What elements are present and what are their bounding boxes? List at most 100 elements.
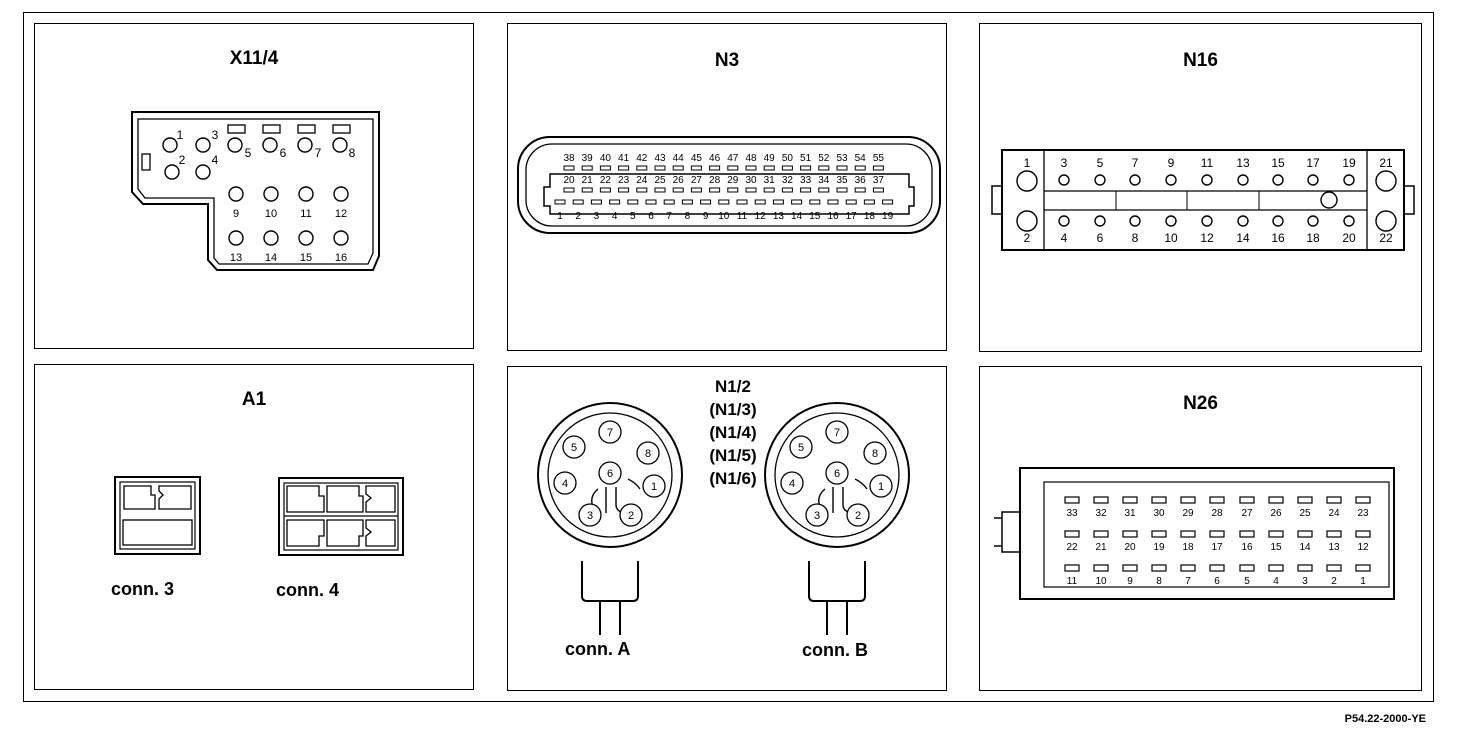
pin-label: 44 <box>673 153 685 164</box>
pin-slot <box>672 187 684 193</box>
pin-3 <box>578 503 602 527</box>
pin-3 <box>805 503 829 527</box>
pin-label: 15 <box>1270 542 1282 553</box>
pin-label: 3 <box>1302 576 1308 587</box>
pin-slot <box>836 187 848 193</box>
pin-hole <box>1165 174 1177 186</box>
pin-hole <box>298 230 314 246</box>
pin-label: 5 <box>571 442 577 454</box>
pin-label: 3 <box>587 510 593 522</box>
pin-slot <box>654 187 666 193</box>
pin-label: 26 <box>673 175 685 186</box>
round-connector-inner <box>547 412 673 538</box>
pin-slot <box>854 165 866 171</box>
round-connector-inner <box>774 412 900 538</box>
pin-slot <box>572 199 584 205</box>
pin-label: 28 <box>709 175 721 186</box>
pin-label: 5 <box>1244 576 1250 587</box>
pin-hole <box>1058 174 1070 186</box>
pin-label: 3 <box>594 211 600 222</box>
pin-label: 3 <box>814 510 820 522</box>
n1-title-line: (N1/4) <box>709 423 757 442</box>
pin-slot <box>1268 496 1284 504</box>
n1-conn-b-label: conn. B <box>802 640 868 660</box>
pin-label: 15 <box>809 211 821 222</box>
pin-label: 14 <box>1299 542 1311 553</box>
pin-slot <box>800 165 812 171</box>
panel-title-n1: N1/2 (N1/3) (N1/4) (N1/5) (N1/6) <box>688 375 778 490</box>
pin-label: 18 <box>1306 231 1320 245</box>
pin-slot <box>1326 564 1342 572</box>
pin-label: 11 <box>737 211 748 222</box>
pin-slot <box>690 187 702 193</box>
pin-label: 33 <box>800 175 812 186</box>
pin-label: 7 <box>1185 576 1191 587</box>
pin-label: 32 <box>782 175 794 186</box>
pin-1 <box>869 474 893 498</box>
pin-5 <box>562 435 586 459</box>
pin-label: 17 <box>846 211 858 222</box>
pin-slot <box>763 187 775 193</box>
pin-label: 13 <box>1328 542 1340 553</box>
pin-label: 7 <box>315 146 322 160</box>
pin-label: 6 <box>1214 576 1220 587</box>
pin-slot <box>754 199 766 205</box>
pin-label: 26 <box>1270 508 1282 519</box>
pin-hole <box>298 186 314 202</box>
pin-slot <box>1093 496 1109 504</box>
pin-slot <box>609 199 621 205</box>
pin-label: 1 <box>1360 576 1366 587</box>
pin-hole <box>1307 215 1319 227</box>
pin-label: 6 <box>280 146 287 160</box>
pin-hole <box>297 137 313 153</box>
pin-label: 19 <box>882 211 894 222</box>
pin-label: 2 <box>855 510 861 522</box>
pin-label: 19 <box>1153 542 1165 553</box>
n1-title-line: (N1/5) <box>709 446 757 465</box>
pin-4 <box>780 471 804 495</box>
pin-slot <box>1180 530 1196 538</box>
pin-slot <box>1297 496 1313 504</box>
pin-slot <box>854 187 866 193</box>
pin-hole <box>195 164 211 180</box>
pin-slot <box>791 199 803 205</box>
pin-label: 7 <box>834 427 840 439</box>
pin-slot <box>800 187 812 193</box>
pin-label: 12 <box>1357 542 1369 553</box>
key-guide <box>627 478 641 490</box>
a1-conn-3-label: conn. 3 <box>111 579 175 599</box>
round-connector-outer <box>764 402 910 548</box>
pin-slot <box>554 199 566 205</box>
pin-label: 22 <box>600 175 612 186</box>
pin-slot <box>863 199 875 205</box>
pin-label: 52 <box>818 153 830 164</box>
pin-slot <box>1239 496 1255 504</box>
pin-label: 38 <box>563 153 575 164</box>
pin-hole <box>1237 174 1249 186</box>
pin-label: 25 <box>1299 508 1311 519</box>
pin-label: 1 <box>651 481 657 493</box>
pin-slot <box>1268 564 1284 572</box>
pin-hole <box>333 186 349 202</box>
pin-label: 6 <box>607 468 613 480</box>
pin-label: 4 <box>1061 231 1068 245</box>
pin-slot <box>599 187 611 193</box>
pin-label: 10 <box>718 211 730 222</box>
a1-connectors-drawing <box>114 476 404 556</box>
pin-2 <box>846 503 870 527</box>
pin-hole <box>1094 215 1106 227</box>
pin-label: 10 <box>1095 576 1107 587</box>
pin-label: 24 <box>1328 508 1340 519</box>
pin-label: 53 <box>836 153 848 164</box>
a1-conn-3-housing <box>114 476 201 555</box>
pin-label: 28 <box>1211 508 1223 519</box>
pin-slot <box>618 187 630 193</box>
pin-label: 39 <box>582 153 594 164</box>
pin-slot <box>1122 564 1138 572</box>
pin-hole <box>162 137 178 153</box>
pin-label: 9 <box>233 208 239 220</box>
